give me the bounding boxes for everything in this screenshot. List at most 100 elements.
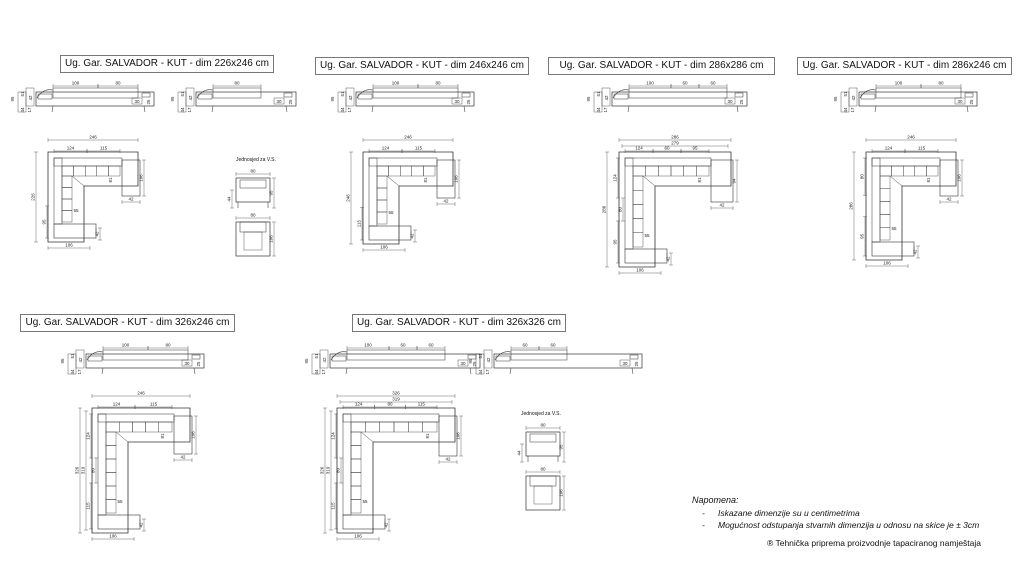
dimension-label: 80 [250, 213, 256, 218]
dimension-label: 95 [170, 96, 175, 102]
dimension-label: 80 [435, 81, 441, 86]
seat-cushion [365, 421, 380, 433]
corner-seam [115, 431, 129, 443]
dimension-label: 55 [362, 499, 368, 504]
back-cushion [239, 179, 267, 189]
seat-cushion [408, 421, 423, 433]
dimension-label: 124 [67, 146, 75, 151]
dimension-label: 17 [485, 369, 490, 375]
sofa-body [85, 353, 205, 369]
sofa-leg [509, 367, 512, 375]
armrest [629, 354, 639, 360]
sofa-outline [618, 151, 732, 268]
dimension-label: 51 [340, 91, 345, 97]
dimension-label: 42 [78, 357, 83, 363]
dimension-label: 42 [348, 95, 353, 101]
headrest-cushion [37, 93, 53, 100]
dimension-label: 326 [392, 391, 400, 396]
seat-cushion [632, 232, 644, 248]
back-rest-left [342, 413, 352, 516]
dimension-label: 51 [180, 91, 185, 97]
back-rest-top [624, 157, 712, 167]
headrest-cushion [87, 355, 103, 362]
seat-cushion [400, 165, 413, 177]
dimension-label: 42 [139, 522, 144, 528]
dimension-label: 100 [895, 81, 903, 86]
dimension-label: 81 [926, 177, 931, 183]
dimension-label: 25 [196, 361, 201, 367]
dim-box [337, 91, 347, 113]
headrest-cushion [613, 93, 629, 100]
seat-cushion [61, 165, 74, 177]
dim-box [724, 97, 736, 105]
seat-cushion [388, 165, 401, 177]
dimension-label: 60 [428, 343, 434, 348]
seat-cushion [61, 210, 73, 223]
dimension-label: 80 [387, 402, 393, 407]
seat-cushion [376, 175, 388, 189]
dim-box [311, 353, 321, 375]
headrest-cushion [197, 93, 213, 100]
dimension-label: 30 [134, 99, 140, 104]
dimension-label: 95 [586, 96, 591, 102]
dimension-label: 95 [42, 219, 47, 225]
seat-cushion [376, 199, 388, 213]
dimension-label: 80 [336, 468, 341, 474]
armrest [191, 354, 201, 360]
sofa-leg [966, 105, 969, 113]
dimension-label: 42 [604, 95, 609, 101]
dimension-label: 106 [456, 432, 461, 440]
seat-cushion [696, 165, 710, 177]
title-box-6: Ug. Gar. SALVADOR - KUT - dim 326x326 cm [352, 314, 566, 332]
dim-box [273, 97, 285, 105]
sofa-body [611, 91, 748, 107]
dimension-label: 80 [165, 343, 171, 348]
dimension-label: 25 [472, 361, 477, 367]
sofa-back-cushions [372, 87, 459, 99]
seat-cushion [61, 187, 73, 200]
seat-cushion [879, 188, 891, 202]
back-rest-left [53, 157, 63, 225]
dimension-label: 17 [77, 369, 82, 375]
dimension-label: 44 [227, 196, 232, 202]
dimension-label: 246 [89, 135, 97, 140]
headrest-cushion [331, 355, 347, 362]
dim-box [619, 359, 631, 367]
seat-cushion [632, 218, 644, 234]
sofa-leg [143, 105, 146, 113]
dimension-label: 95 [613, 239, 618, 245]
corner-seam [642, 175, 656, 187]
seat-cushion [105, 431, 117, 446]
back-rest-top [368, 157, 438, 167]
dimension-label: 17 [187, 107, 192, 113]
dimension-label: 30 [184, 361, 190, 366]
back-rest-left [871, 157, 881, 243]
chaise-end [121, 159, 141, 197]
single-seat-label-2: Jednosjed za V.S. [521, 411, 561, 417]
seat-cushion [411, 165, 424, 177]
back-rest-left [624, 157, 634, 250]
dimension-label: 42 [28, 95, 33, 101]
dimension-label: 51 [314, 353, 319, 359]
dim-box [593, 91, 603, 113]
seat-cushion [108, 165, 121, 177]
sofa-back-cushions [510, 349, 568, 361]
dim-box [67, 353, 77, 375]
dimension-label: 95 [10, 96, 15, 102]
sofa-body [355, 91, 475, 107]
note-item-1: Iskazane dimenzije su u centimetrima [718, 508, 860, 518]
title-box-2: Ug. Gar. SALVADOR - KUT - dim 246x246 cm [315, 57, 529, 75]
end-module [871, 241, 915, 257]
chaise-end [438, 415, 458, 457]
dim-box [954, 97, 966, 105]
seat-cushion [645, 165, 659, 177]
sofa-leg [371, 105, 374, 113]
dimension-label: 95 [60, 358, 65, 364]
armrest [734, 92, 744, 98]
single-seat-label-1: Jednosjed za V.S. [236, 157, 276, 163]
seat-cushion [61, 198, 73, 211]
